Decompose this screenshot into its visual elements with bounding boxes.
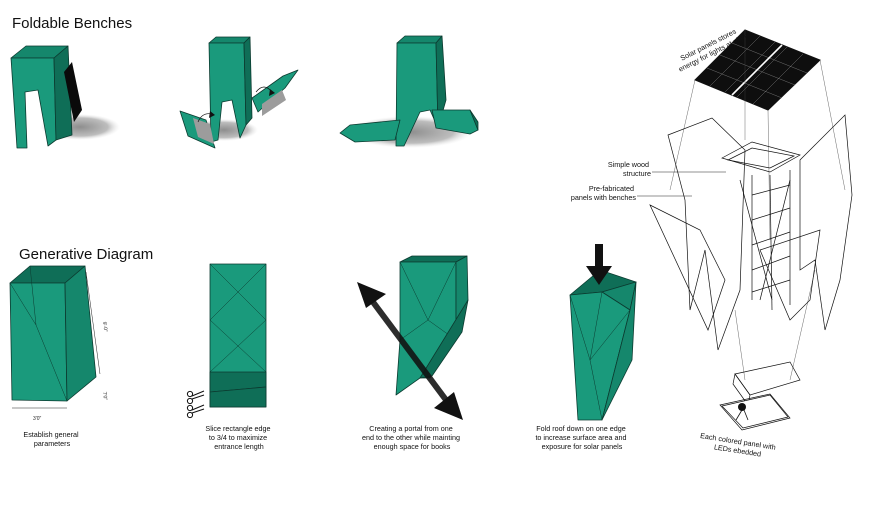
led-bulb-icon	[738, 403, 746, 411]
foldable-bench-3	[340, 36, 478, 148]
generative-diagram-heading: Generative Diagram	[19, 246, 153, 263]
led-label: Each colored panel with LEDs ebedded	[698, 431, 778, 461]
dimension-height-b: 7'0"	[101, 391, 108, 400]
prefab-panels-label: Pre-fabricated panels with benches	[571, 184, 637, 202]
step2-caption: Slice rectangle edge to 3/4 to maximize …	[205, 424, 272, 451]
foldable-benches-heading: Foldable Benches	[12, 15, 132, 32]
scissors-icon	[187, 405, 204, 418]
step3-caption: Creating a portal from one end to the ot…	[362, 424, 462, 451]
generative-step-3-block	[357, 256, 468, 420]
dimension-height-a: 9'-0"	[101, 321, 108, 332]
exploded-axonometric	[650, 30, 852, 430]
scissors-icon	[187, 391, 204, 404]
foldable-bench-1	[11, 46, 120, 148]
foldable-bench-2	[180, 37, 298, 148]
step1-caption: Establish general parameters	[23, 430, 80, 448]
generative-step-4-block	[570, 244, 636, 420]
generative-step-2-block	[187, 264, 266, 418]
generative-step-1-block: 9'-0" 7'0" 3'0"	[10, 266, 108, 422]
dimension-width: 3'0"	[33, 416, 42, 422]
step4-caption: Fold roof down on one edge to increase s…	[535, 424, 628, 451]
wood-structure-label: Simple wood structure	[608, 160, 651, 178]
led-panel	[720, 362, 800, 430]
